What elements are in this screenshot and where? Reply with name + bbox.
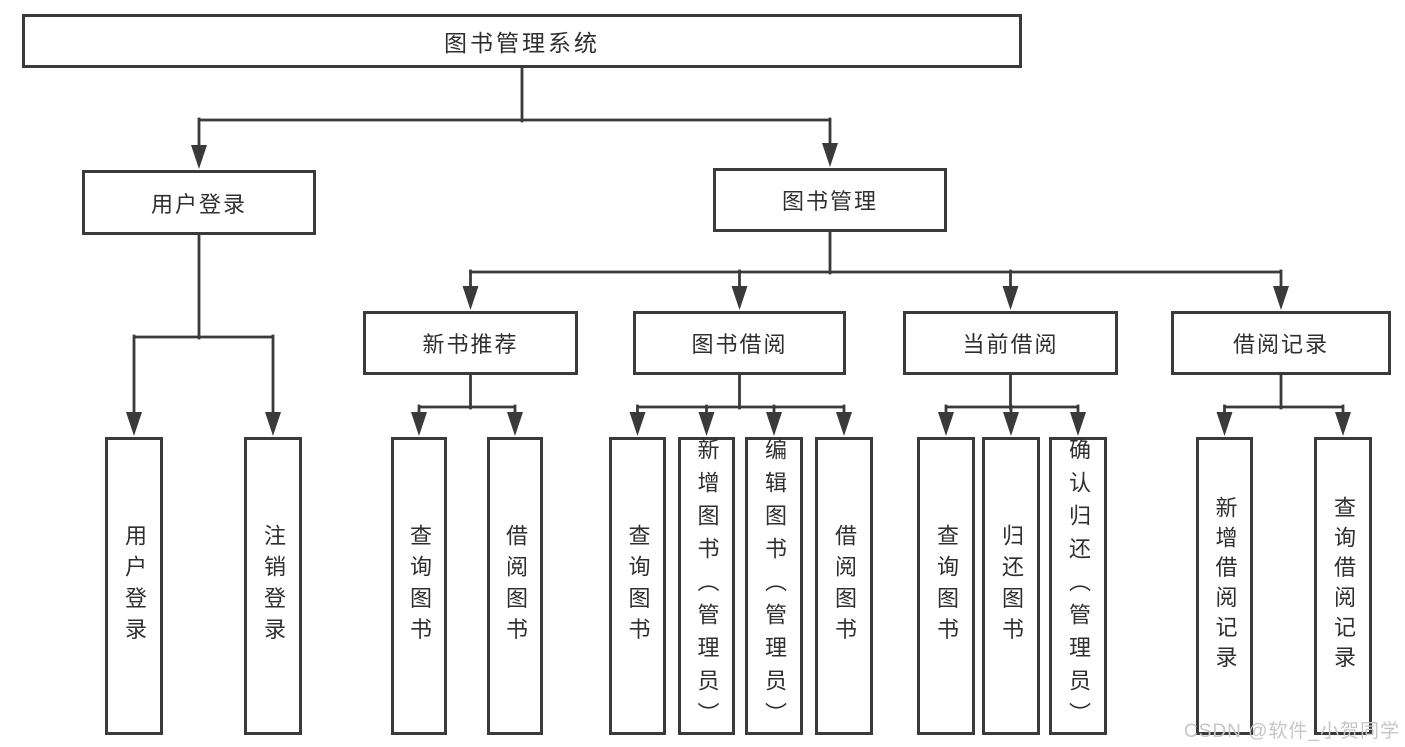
node-label: 用户登录: [150, 191, 247, 217]
leaf-query-books: 查询图书: [609, 437, 666, 735]
arrow-down-icon: [1002, 286, 1019, 310]
leaf-add-borrow-record: 新增借阅记录: [1196, 437, 1253, 735]
leaf-logout: 注销登录: [244, 437, 302, 735]
node-label: 当前借阅: [962, 332, 1059, 357]
arrow-down-icon: [731, 286, 748, 310]
leaf-confirm-return-admin: 确认归还（管理员）: [1049, 437, 1107, 735]
leaf-user-login: 用户登录: [105, 437, 163, 735]
leaf-label: 新增图书（管理员）: [694, 437, 720, 735]
node-label: 新书推荐: [422, 332, 519, 357]
leaf-edit-books-admin: 编辑图书（管理员）: [745, 437, 803, 735]
arrow-down-icon: [938, 412, 954, 436]
leaf-label: 借阅图书: [503, 523, 528, 649]
leaf-label: 借阅图书: [832, 523, 857, 649]
node-book-borrowing: 图书借阅: [633, 311, 846, 375]
leaf-label: 查询借阅记录: [1331, 496, 1356, 676]
arrow-down-icon: [265, 412, 281, 436]
arrow-down-icon: [822, 143, 838, 167]
arrow-down-icon: [462, 286, 479, 310]
connector-arrowheads: [126, 143, 1351, 436]
leaf-label: 用户登录: [122, 523, 147, 649]
node-label: 图书管理系统: [444, 30, 600, 56]
leaf-label: 新增借阅记录: [1212, 496, 1238, 676]
arrow-down-icon: [411, 412, 427, 436]
leaf-label: 查询图书: [934, 523, 959, 649]
leaf-borrow-books: 借阅图书: [815, 437, 873, 735]
leaf-add-books-admin: 新增图书（管理员）: [678, 437, 735, 735]
arrow-down-icon: [507, 412, 523, 436]
arrow-down-icon: [1216, 412, 1233, 436]
csdn-watermark: CSDN @软件_小贺同学: [1184, 721, 1400, 742]
leaf-label: 查询图书: [625, 523, 651, 649]
leaf-borrow-books: 借阅图书: [487, 437, 543, 735]
arrow-down-icon: [1003, 412, 1019, 436]
leaf-label: 归还图书: [999, 523, 1024, 649]
leaf-return-books: 归还图书: [982, 437, 1040, 735]
arrow-down-icon: [836, 412, 852, 436]
node-label: 图书借阅: [691, 332, 788, 357]
node-user-login: 用户登录: [82, 170, 316, 235]
arrow-down-icon: [766, 412, 782, 436]
leaf-label: 编辑图书（管理员）: [762, 437, 787, 735]
node-label: 借阅记录: [1232, 332, 1329, 357]
leaf-query-books: 查询图书: [391, 437, 447, 735]
node-book-management: 图书管理: [713, 168, 947, 232]
connector-lines: [132, 66, 1345, 416]
arrow-down-icon: [698, 412, 715, 436]
leaf-query-books: 查询图书: [917, 437, 975, 735]
arrow-down-icon: [191, 145, 207, 169]
arrow-down-icon: [1070, 412, 1086, 436]
leaf-label: 查询图书: [407, 523, 432, 649]
node-borrowing-records: 借阅记录: [1171, 311, 1391, 375]
arrow-down-icon: [1335, 412, 1351, 436]
arrow-down-icon: [1273, 286, 1289, 310]
leaf-label: 确认归还（管理员）: [1066, 437, 1091, 735]
leaf-label: 注销登录: [261, 523, 286, 649]
arrow-down-icon: [629, 412, 646, 436]
leaf-query-borrow-record: 查询借阅记录: [1314, 437, 1372, 735]
node-label: 图书管理: [781, 189, 878, 214]
arrow-down-icon: [126, 412, 142, 436]
node-library-management-system: 图书管理系统: [22, 14, 1022, 68]
node-current-borrowing: 当前借阅: [903, 311, 1118, 375]
node-new-book-recommend: 新书推荐: [363, 311, 578, 375]
